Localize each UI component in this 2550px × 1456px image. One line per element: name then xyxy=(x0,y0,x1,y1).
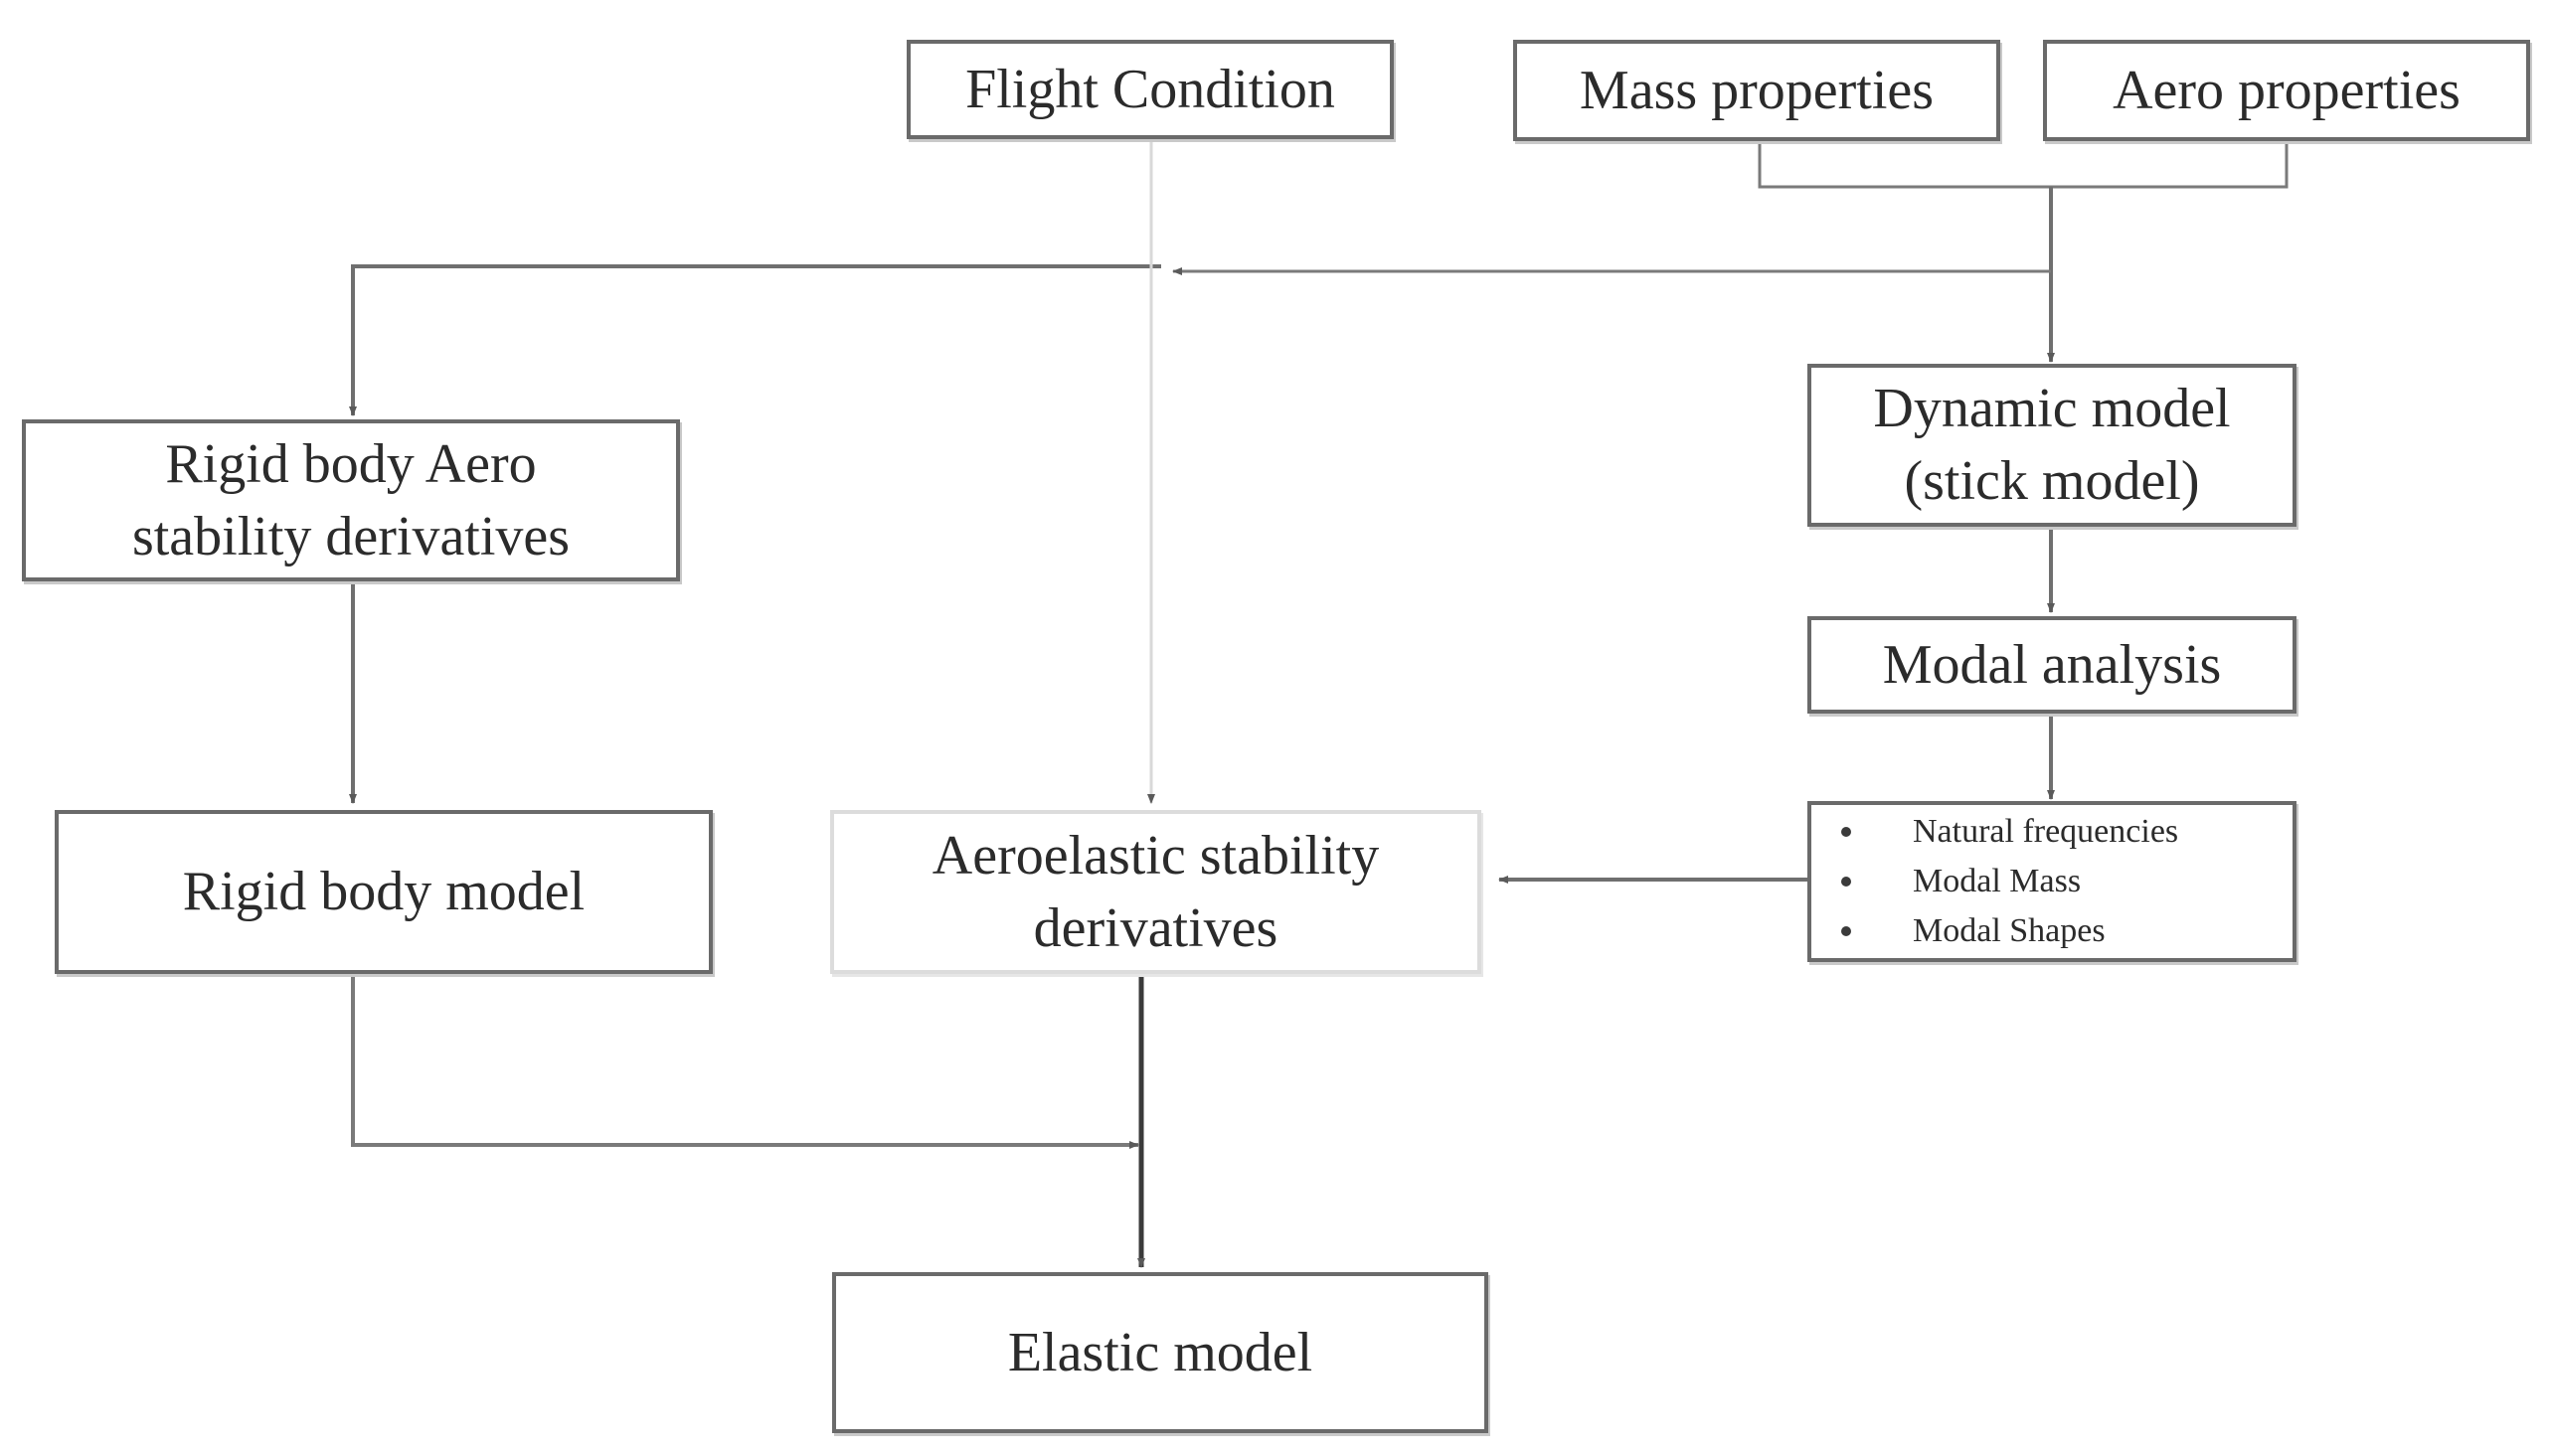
rigid-aero-derivatives-box: Rigid body Aero stability derivatives xyxy=(22,419,680,581)
bullet-icon xyxy=(1841,827,1851,837)
elastic-model-label: Elastic model xyxy=(1007,1321,1313,1383)
rigid-aero-derivatives-label: Rigid body Aero stability derivatives xyxy=(131,432,571,567)
dynamic-model-label: Dynamic model (stick model) xyxy=(1873,378,2231,512)
modal-outputs-box: Natural frequencies Modal Mass Modal Sha… xyxy=(1807,801,2296,962)
list-item: Natural frequencies xyxy=(1841,807,2178,857)
modal-outputs-list: Natural frequencies Modal Mass Modal Sha… xyxy=(1841,807,2178,956)
modal-mass-label: Modal Mass xyxy=(1913,863,2082,899)
modal-analysis-label: Modal analysis xyxy=(1882,633,2222,696)
flight-condition-box: Flight Condition xyxy=(907,40,1394,139)
natural-frequencies-label: Natural frequencies xyxy=(1913,813,2179,850)
aeroelastic-derivatives-label: Aeroelastic stability derivatives xyxy=(932,824,1380,959)
aero-properties-box: Aero properties xyxy=(2043,40,2530,141)
aero-properties-label: Aero properties xyxy=(2113,59,2461,121)
list-item: Modal Shapes xyxy=(1841,906,2178,956)
feed-to-rigid-aero-arrow xyxy=(349,264,1161,416)
rigid-body-model-box: Rigid body model xyxy=(55,810,713,974)
elastic-model-box: Elastic model xyxy=(832,1272,1488,1433)
aeroelastic-derivatives-box: Aeroelastic stability derivatives xyxy=(830,810,1481,974)
flight-condition-label: Flight Condition xyxy=(965,58,1335,120)
modal-analysis-box: Modal analysis xyxy=(1807,616,2296,714)
modal-shapes-label: Modal Shapes xyxy=(1913,912,2106,949)
dynamic-model-box: Dynamic model (stick model) xyxy=(1807,364,2296,527)
mass-aero-merge-line xyxy=(1758,139,2289,189)
mass-properties-box: Mass properties xyxy=(1513,40,2000,141)
bullet-icon xyxy=(1841,877,1851,887)
rigid-model-to-elastic-line xyxy=(351,974,1139,1149)
mass-properties-label: Mass properties xyxy=(1579,59,1935,121)
list-item: Modal Mass xyxy=(1841,857,2178,906)
bullet-icon xyxy=(1841,926,1851,936)
rigid-body-model-label: Rigid body model xyxy=(182,861,586,923)
